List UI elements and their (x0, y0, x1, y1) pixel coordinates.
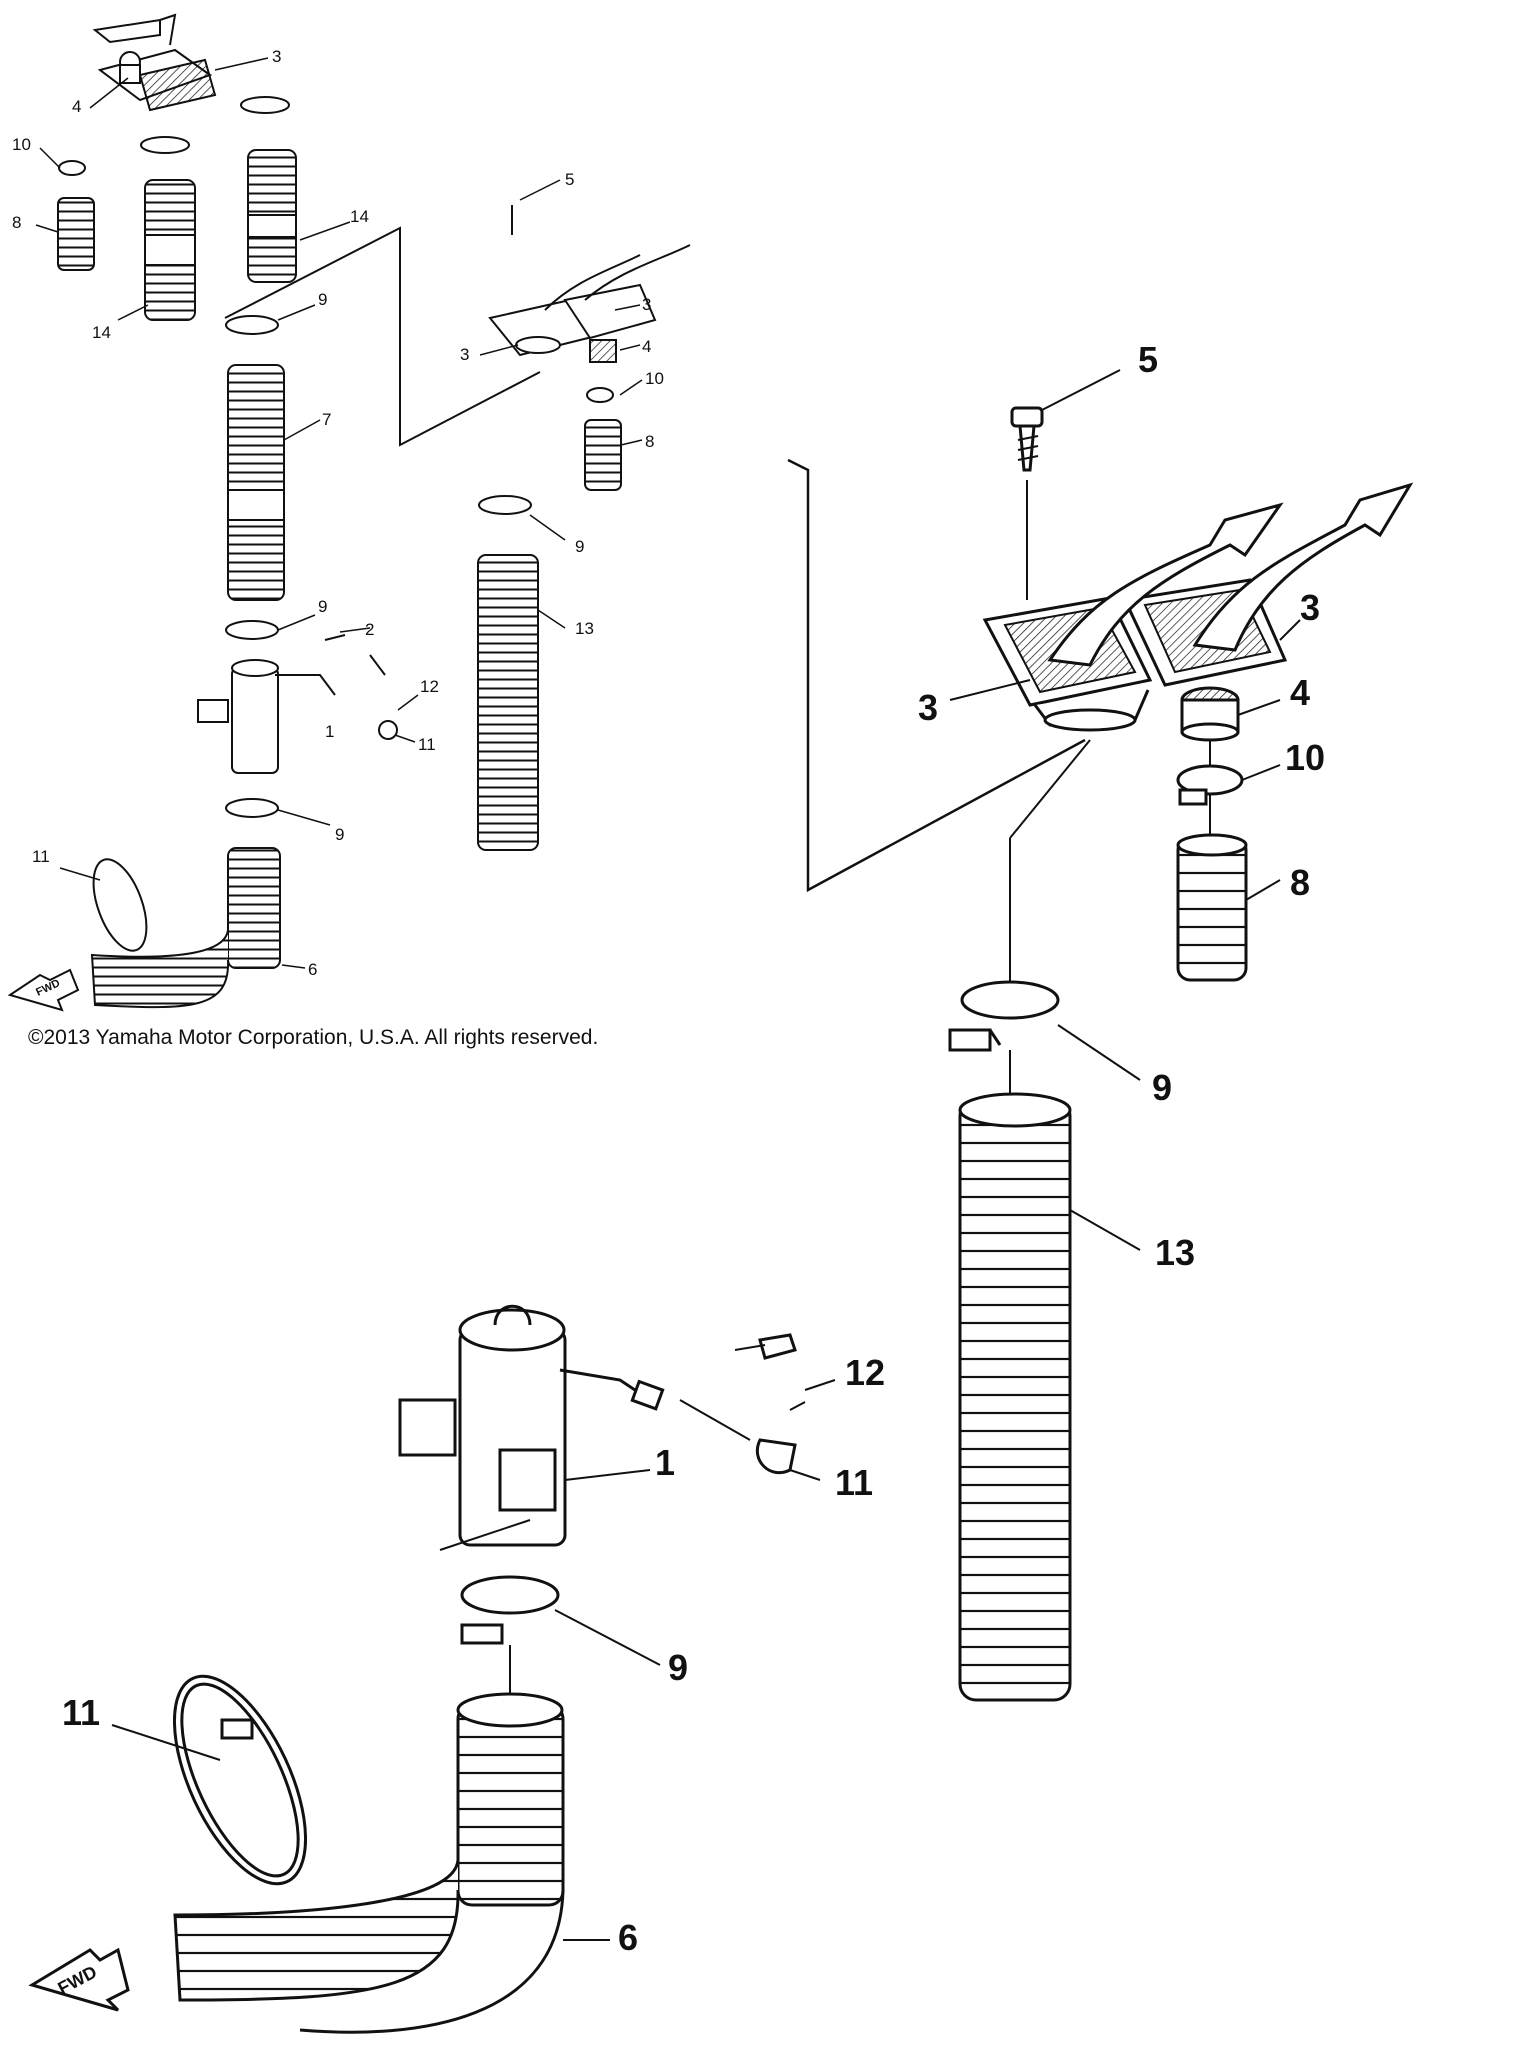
callout-small-13: 13 (575, 619, 594, 638)
callout-small-7: 7 (322, 410, 331, 429)
callout-10: 10 (1285, 737, 1325, 778)
copyright-notice: ©2013 Yamaha Motor Corporation, U.S.A. A… (28, 1026, 599, 1049)
callout-small-8a: 8 (12, 213, 21, 232)
callout-3a: 3 (1300, 587, 1320, 628)
callout-5: 5 (1138, 339, 1158, 380)
callout-4: 4 (1290, 672, 1310, 713)
elbow-hose-6 (173, 1692, 565, 2034)
callout-12: 12 (845, 1352, 885, 1393)
callout-8: 8 (1290, 862, 1310, 903)
callout-small-3b: 3 (642, 295, 651, 314)
vent-plate-3-left (982, 596, 1153, 732)
callout-11a: 11 (835, 1462, 873, 1503)
callout-small-14b: 14 (92, 323, 111, 342)
callout-small-11b: 11 (32, 847, 50, 866)
callout-1: 1 (655, 1442, 675, 1483)
callout-9a: 9 (1152, 1067, 1172, 1108)
detail-bottom: FWD (28, 1304, 806, 2034)
clamp-9-bottom (460, 1575, 560, 1645)
callout-small-2: 2 (365, 620, 374, 639)
vent-plate-top (92, 13, 217, 112)
detail-callouts: 5 3 3 4 10 8 9 13 12 1 11 9 11 6 (62, 339, 1325, 1958)
callout-small-9d: 9 (575, 537, 584, 556)
hose-8 (1176, 833, 1248, 982)
detail-right (787, 406, 1414, 1702)
callout-small-10a: 10 (12, 135, 31, 154)
air-box-1 (398, 1304, 665, 1547)
callout-small-12: 12 (420, 677, 439, 696)
callout-small-8b: 8 (645, 432, 654, 451)
callout-small-4b: 4 (642, 337, 651, 356)
callout-small-11a: 11 (418, 735, 436, 754)
clip-11 (755, 1438, 797, 1475)
overview-leaders (35, 57, 643, 969)
callout-3b: 3 (918, 687, 938, 728)
hose-13 (958, 1092, 1072, 1702)
band-11 (172, 1674, 308, 1886)
callout-small-5: 5 (565, 170, 574, 189)
screw-5 (1010, 406, 1044, 472)
callout-small-6: 6 (308, 960, 317, 979)
callout-small-1: 1 (325, 722, 334, 741)
fwd-arrow-small: FWD (7, 968, 80, 1012)
nozzle-4 (1180, 686, 1240, 742)
callout-13: 13 (1155, 1232, 1195, 1273)
callout-small-9a: 9 (318, 290, 327, 309)
overview-callouts: 3 4 10 8 14 14 9 7 9 2 12 1 11 9 11 6 5 … (12, 47, 664, 979)
callout-9b: 9 (668, 1647, 688, 1688)
callout-small-14a: 14 (350, 207, 369, 226)
overview-diagram: FWD (7, 13, 691, 1012)
callout-11b: 11 (62, 1692, 100, 1733)
callout-small-9c: 9 (335, 825, 344, 844)
callout-small-4a: 4 (72, 97, 81, 116)
callout-small-3c: 3 (460, 345, 469, 364)
clamp-9-right (948, 980, 1060, 1052)
callout-6: 6 (618, 1917, 638, 1958)
callout-small-3a: 3 (272, 47, 281, 66)
detail-leaders (111, 369, 1301, 1941)
screw-2 (734, 1333, 797, 1360)
callout-small-9b: 9 (318, 597, 327, 616)
callout-small-10b: 10 (645, 369, 664, 388)
fwd-arrow: FWD (28, 1947, 130, 2012)
